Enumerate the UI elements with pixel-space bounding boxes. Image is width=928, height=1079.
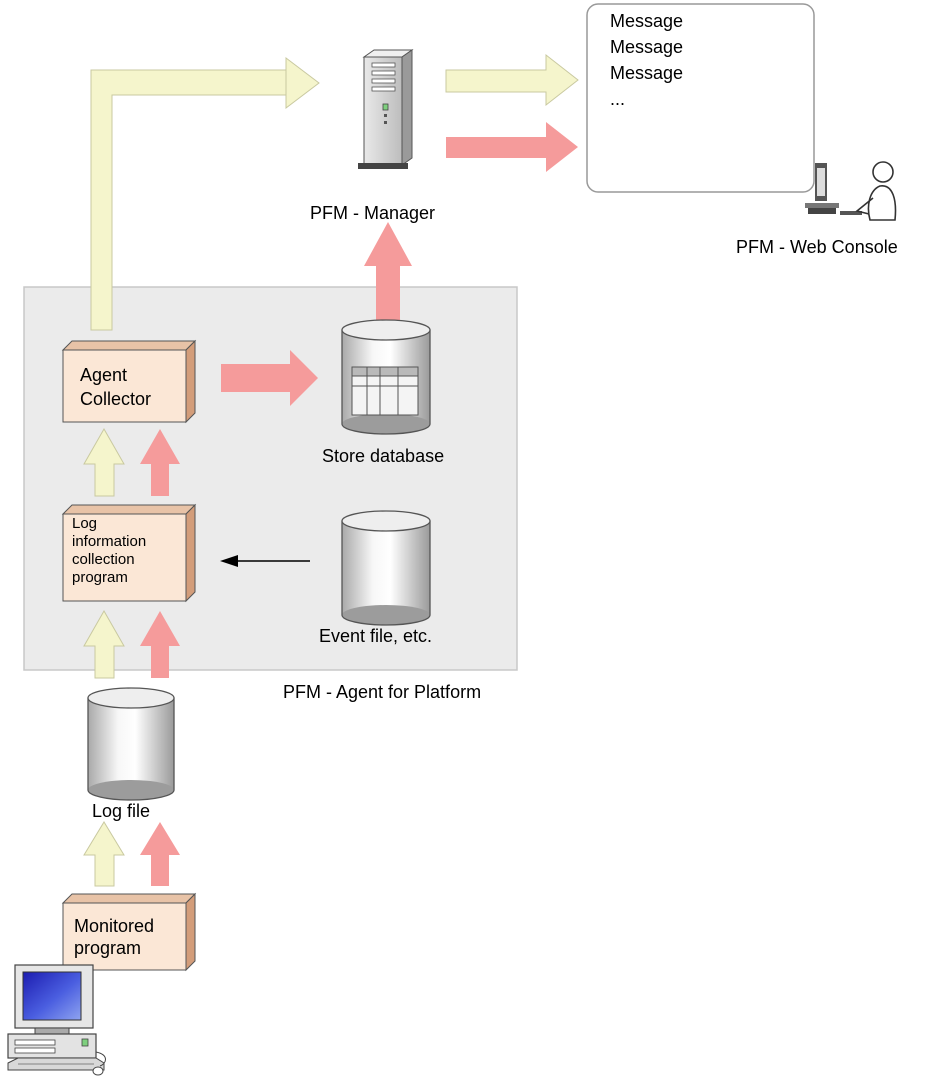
alarm-arrow-to-manager [364, 222, 412, 322]
agent-collector-box [61, 339, 197, 424]
message-line-3: Message [610, 63, 684, 83]
event-file-cylinder-icon [341, 510, 431, 626]
message-line-4: ... [610, 89, 626, 109]
message-line-1: Message [610, 11, 684, 31]
log-collection-program-box [61, 503, 197, 603]
monitored-program-box [61, 892, 197, 972]
performance-arrow-log-program [83, 609, 125, 679]
monitored-program-label: Monitored program [74, 916, 155, 958]
black-arrow-event-to-program [220, 555, 238, 567]
agent-collector-label: Agent Collector [80, 365, 152, 409]
web-console-label: PFM - Web Console [736, 237, 898, 257]
log-file-cylinder-icon [87, 687, 175, 801]
desktop-computer-icon [7, 964, 106, 1076]
log-collection-program-label: Log information collection program [72, 515, 147, 586]
event-file-label: Event file, etc. [319, 626, 433, 646]
store-database-label: Store database [322, 446, 445, 466]
alarm-arrow-to-console [446, 122, 578, 172]
store-database-cylinder-icon [341, 319, 431, 435]
message-line-2: Message [610, 37, 684, 57]
agent-platform-label: PFM - Agent for Platform [283, 682, 482, 702]
alarm-arrow-to-store [221, 350, 318, 406]
manager-label: PFM - Manager [310, 203, 436, 223]
user-at-workstation-icon [805, 161, 897, 221]
log-file-label: Log file [92, 801, 151, 821]
alarm-arrow-log-program [140, 611, 180, 678]
message-panel [586, 3, 815, 193]
performance-arrow-to-console [445, 53, 579, 107]
alarm-arrow-log-file [140, 822, 180, 886]
performance-arrow-to-manager [90, 56, 320, 331]
performance-arrow-collector [83, 427, 125, 497]
alarm-arrow-collector [140, 429, 180, 496]
server-tower-icon [358, 49, 414, 169]
performance-arrow-log-file [83, 821, 125, 887]
